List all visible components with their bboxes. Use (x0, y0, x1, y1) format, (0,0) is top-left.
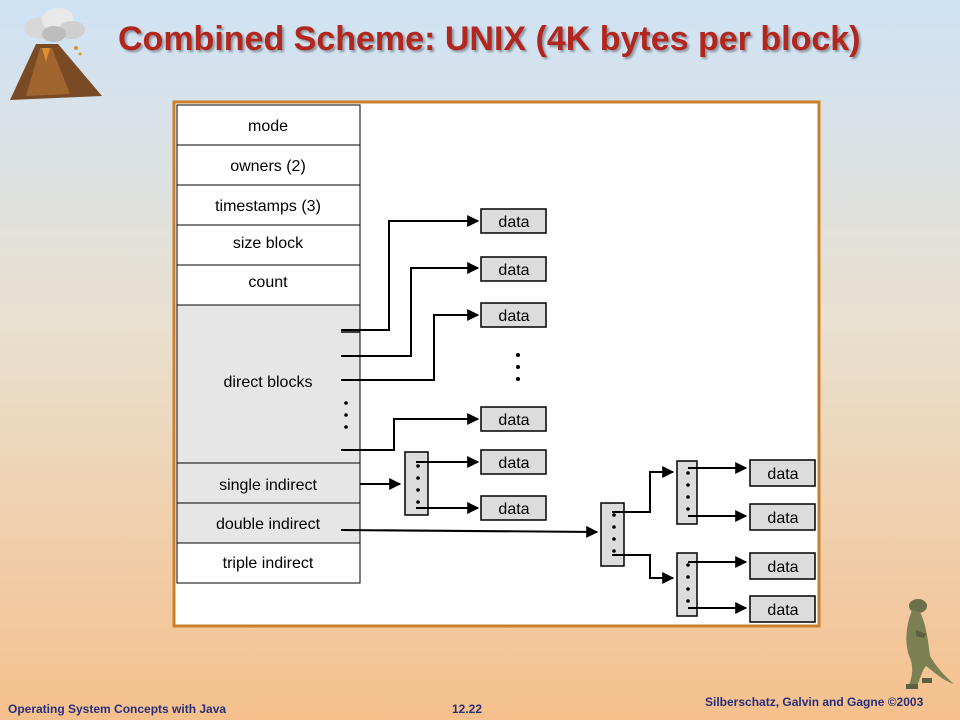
data-block-label: data (498, 214, 529, 231)
footer-slide-number: 12.22 (452, 702, 483, 716)
footer-authors: Silberschatz, Galvin and Gagne ©2003 (705, 695, 924, 709)
dinosaur-icon (906, 599, 954, 689)
field-timestamps: timestamps (3) (215, 198, 321, 215)
slide-title: Combined Scheme: UNIX (4K bytes per bloc… (118, 20, 861, 58)
data-block-label: data (767, 559, 798, 576)
field-single-indirect: single indirect (219, 477, 317, 494)
data-block-label: data (498, 308, 529, 325)
data-block-label: data (498, 455, 529, 472)
direct-ellipsis (344, 401, 348, 429)
volcano-icon (10, 8, 102, 100)
indirect-block-upper (676, 460, 698, 525)
double-indirect-block (600, 502, 625, 567)
field-owners: owners (2) (230, 158, 306, 175)
data-block-label: data (767, 602, 798, 619)
field-mode: mode (248, 118, 288, 135)
field-size-block: size block (233, 235, 304, 252)
data-block-label: data (498, 501, 529, 518)
field-double-indirect: double indirect (216, 516, 321, 533)
field-triple-indirect: triple indirect (223, 555, 314, 572)
inode-table: mode owners (2) timestamps (3) size bloc… (176, 104, 361, 584)
direct-arrows (341, 215, 480, 451)
field-direct-blocks: direct blocks (224, 374, 313, 391)
direct-data-blocks: data data data data (480, 208, 547, 432)
data-block-label: data (767, 466, 798, 483)
field-count: count (248, 274, 288, 291)
data-block-label: data (498, 412, 529, 429)
footer-book-title: Operating System Concepts with Java (8, 702, 227, 716)
single-indirect-block (404, 451, 429, 516)
data-block-label: data (767, 510, 798, 527)
data-block-label: data (498, 262, 529, 279)
indirect-block-lower (676, 552, 698, 617)
data-ellipsis (516, 353, 520, 381)
